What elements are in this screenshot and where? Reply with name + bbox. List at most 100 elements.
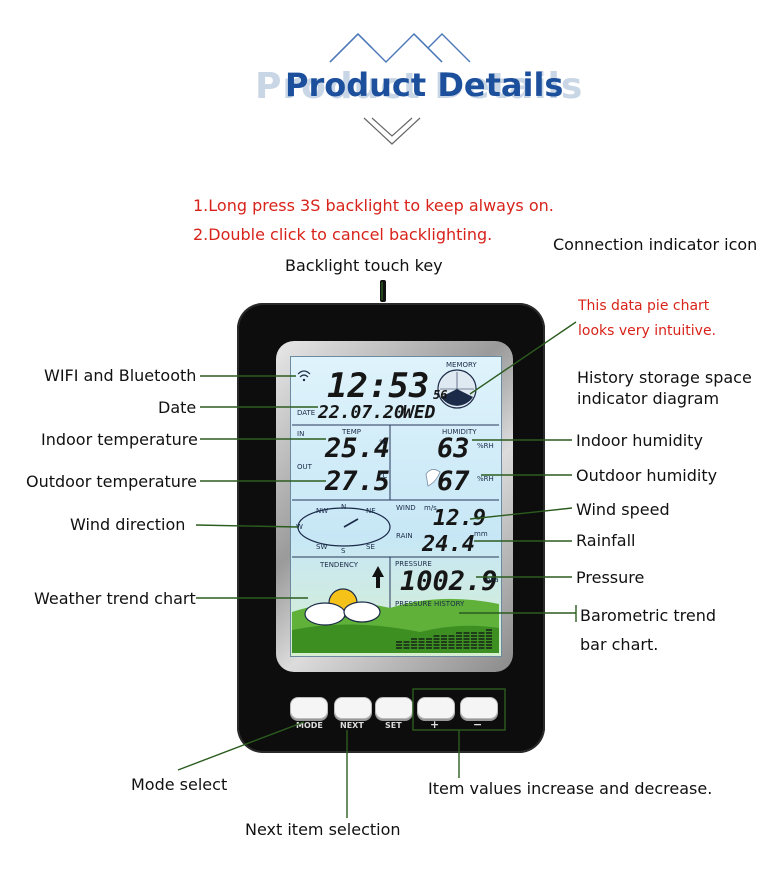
memory-label: MEMORY: [446, 361, 477, 369]
pressure-history-bar-segment: [478, 635, 485, 637]
pressure-history-bar-segment: [471, 641, 477, 643]
pressure-history-bar-segment: [433, 638, 440, 640]
wind-speed-label: Wind speed: [576, 500, 670, 519]
minus-button[interactable]: [460, 697, 498, 719]
pressure-history-bar-segment: [396, 644, 402, 646]
temp-label: TEMP: [342, 428, 361, 436]
set-button-label: SET: [385, 721, 402, 730]
plus-button[interactable]: [417, 697, 455, 719]
out-label: OUT: [297, 463, 312, 471]
pressure-history-bar-segment: [411, 641, 417, 643]
outdoor-temp-display: 27.5: [325, 466, 391, 497]
plus-button-label: +: [430, 718, 440, 731]
compass-sw: SW: [316, 543, 328, 551]
pressure-history-bar-segment: [426, 644, 432, 646]
next-button[interactable]: [334, 697, 372, 719]
rain-unit: mm: [474, 530, 488, 538]
pressure-history-bars: [396, 629, 492, 649]
pressure-history-bar-segment: [411, 638, 417, 640]
pressure-callout-label: Pressure: [576, 568, 645, 587]
pressure-history-bar-segment: [448, 644, 455, 646]
pressure-history-bar-segment: [471, 638, 477, 640]
pressure-display: 1002.9: [400, 566, 498, 597]
pressure-history-bar-segment: [478, 647, 485, 649]
rainfall-label: Rainfall: [576, 531, 636, 550]
humidity-label: HUMIDITY: [442, 428, 477, 436]
outdoor-humidity-label: Outdoor humidity: [576, 466, 718, 485]
pressure-history-bar-segment: [463, 632, 470, 634]
wind-unit: m/s: [424, 504, 437, 512]
pressure-history-bar-segment: [463, 641, 470, 643]
pressure-history-bar-segment: [463, 638, 470, 640]
pressure-history-bar-segment: [463, 644, 470, 646]
pressure-history-bar-segment: [433, 635, 440, 637]
wifi-label: WIFI and Bluetooth: [44, 366, 197, 385]
pressure-history-bar-segment: [478, 641, 485, 643]
pressure-history-bar-segment: [403, 644, 410, 646]
pie-note-2: looks very intuitive.: [578, 323, 717, 339]
pressure-history-bar-segment: [433, 644, 440, 646]
pressure-history-bar-segment: [411, 644, 417, 646]
page-title: Product Details: [285, 66, 564, 104]
pressure-history-bar-segment: [478, 638, 485, 640]
pressure-history-bar-segment: [471, 644, 477, 646]
history-label-1: History storage space: [577, 368, 752, 387]
pressure-history-bar-segment: [411, 647, 417, 649]
history-label-2: indicator diagram: [577, 389, 720, 408]
pressure-history-bar-segment: [486, 629, 492, 631]
connection-indicator-label: Connection indicator icon: [553, 235, 758, 254]
mode-button-label: MODE: [296, 721, 323, 730]
pressure-history-bar-segment: [426, 647, 432, 649]
pressure-history-bar-segment: [418, 647, 425, 649]
pressure-history-bar-segment: [456, 644, 462, 646]
outdoor-humidity-display: 67: [437, 466, 470, 497]
pressure-history-bar-segment: [441, 644, 447, 646]
pressure-history-bar-segment: [486, 644, 492, 646]
pressure-history-bar-segment: [403, 641, 410, 643]
mode-button[interactable]: [290, 697, 328, 719]
weather-trend-label: Weather trend chart: [34, 589, 196, 608]
wind-direction-label: Wind direction: [70, 515, 186, 534]
backlight-touch-key[interactable]: [380, 280, 386, 302]
indoor-temp-label: Indoor temperature: [41, 430, 198, 449]
pressure-history-bar-segment: [478, 644, 485, 646]
pressure-label: PRESSURE: [395, 560, 432, 568]
indoor-humidity-unit: %RH: [477, 442, 494, 450]
pressure-history-bar-segment: [486, 635, 492, 637]
compass-n: N: [341, 503, 347, 511]
pressure-history-bar-segment: [456, 641, 462, 643]
pressure-history-bar-segment: [448, 635, 455, 637]
date-callout-label: Date: [158, 398, 197, 417]
pressure-history-bar-segment: [441, 641, 447, 643]
next-button-label: NEXT: [340, 721, 364, 730]
baro-label-1: Barometric trend: [580, 606, 717, 625]
outdoor-temp-label: Outdoor temperature: [26, 472, 197, 491]
wind-label: WIND: [396, 504, 416, 512]
backlight-note-2: 2.Double click to cancel backlighting.: [193, 225, 493, 244]
item-values-label: Item values increase and decrease.: [428, 779, 713, 798]
pressure-history-bar-segment: [441, 647, 447, 649]
pressure-history-bar-segment: [486, 632, 492, 634]
indoor-humidity-display: 63: [437, 433, 470, 464]
pressure-history-bar-segment: [418, 644, 425, 646]
indoor-temp-display: 25.4: [325, 433, 391, 464]
mode-select-label: Mode select: [131, 775, 228, 794]
in-label: IN: [297, 430, 305, 438]
compass-nw: NW: [316, 507, 329, 515]
pressure-unit: hPa: [486, 576, 499, 584]
indoor-temp-unit: °C: [379, 439, 388, 447]
compass-se: SE: [366, 543, 375, 551]
pressure-history-bar-segment: [486, 647, 492, 649]
header-lattice-icon: [329, 33, 471, 145]
compass-w: W: [296, 523, 303, 531]
pressure-history-bar-segment: [396, 641, 402, 643]
baro-label-2: bar chart.: [580, 635, 659, 654]
date-label: DATE: [297, 409, 316, 417]
outdoor-humidity-unit: %RH: [477, 475, 494, 483]
pressure-history-bar-segment: [463, 635, 470, 637]
date-display: 22.07.20: [318, 402, 405, 423]
pressure-history-bar-segment: [456, 647, 462, 649]
pressure-history-bar-segment: [418, 641, 425, 643]
